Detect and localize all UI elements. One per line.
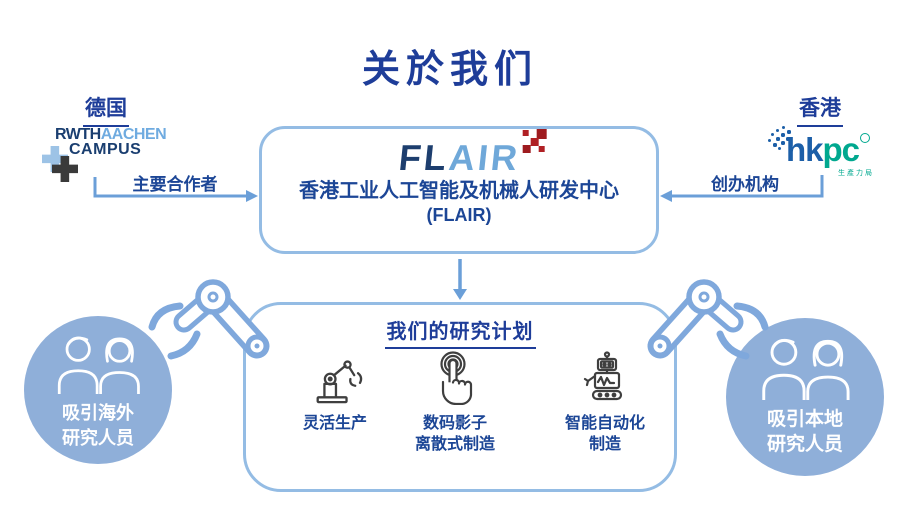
program-label: 数码影子 (422, 415, 487, 432)
circle-text-line2: 研究人员 (766, 434, 843, 455)
founding-org-label: 创办机构 (711, 175, 779, 194)
hkpc-dots-icon (766, 126, 792, 156)
flair-logo-light-letters: AIR (446, 137, 522, 178)
program-label: 智能自动化 (564, 415, 645, 432)
research-plan-box: 我们的研究计划 灵活生产 (243, 302, 677, 492)
program-label: 灵活生产 (302, 415, 367, 432)
flair-chinese-name: 香港工业人工智能及机械人研发中心 (299, 180, 619, 202)
flair-pixel-cross-icon (521, 129, 547, 155)
flair-abbr: (FLAIR) (426, 205, 492, 225)
campus-text: CAMPUS (69, 141, 142, 158)
two-people-icon (24, 332, 172, 399)
hongkong-region-label: 香港 (772, 92, 868, 127)
rwth-cross-icon (42, 146, 84, 188)
local-researchers-circle: 吸引本地 研究人员 (726, 318, 884, 476)
touch-icon (390, 351, 520, 405)
germany-region-label: 德国 (58, 92, 154, 127)
hkpc-pc-text: pc (822, 131, 861, 168)
robot-arm-icon (270, 353, 400, 405)
flair-center-box: FLAIR 香港工业人工智能及机械人研发中心 (FLAIR) (259, 126, 659, 254)
program-digital-shadow: 数码影子 离散式制造 (390, 351, 520, 455)
rwth-aachen-campus-logo: RWTHAACHEN CAMPUS (55, 126, 167, 158)
robot-icon (540, 351, 670, 405)
flair-logo: FLAIR (396, 129, 547, 178)
program-flexible-production: 灵活生产 (270, 353, 400, 434)
circle-text-line1: 吸引本地 (766, 409, 843, 430)
page-title: 关於我们 (361, 49, 538, 91)
hkpc-registered-icon (860, 133, 871, 143)
flair-logo-dark-letters: FL (396, 137, 451, 178)
program-intelligent-automation: 智能自动化 制造 (540, 351, 670, 455)
down-arrow (453, 259, 467, 300)
overseas-researchers-circle: 吸引海外 研究人员 (24, 316, 172, 464)
hkpc-subtitle: 生產力局 (838, 170, 875, 177)
program-label-line2: 制造 (588, 436, 621, 453)
research-plan-heading: 我们的研究计划 (246, 315, 674, 349)
hkpc-logo: hkpc 生產力局 (768, 126, 872, 177)
hkpc-hk-text: hk (786, 131, 824, 168)
circle-text-line1: 吸引海外 (62, 403, 134, 423)
circle-text-line2: 研究人员 (62, 428, 134, 448)
two-people-icon (726, 334, 884, 405)
program-label-line2: 离散式制造 (414, 436, 495, 453)
rwth-text: RWTH (55, 126, 101, 143)
aachen-text: AACHEN (100, 126, 167, 143)
main-collaborator-label: 主要合作者 (132, 175, 218, 194)
